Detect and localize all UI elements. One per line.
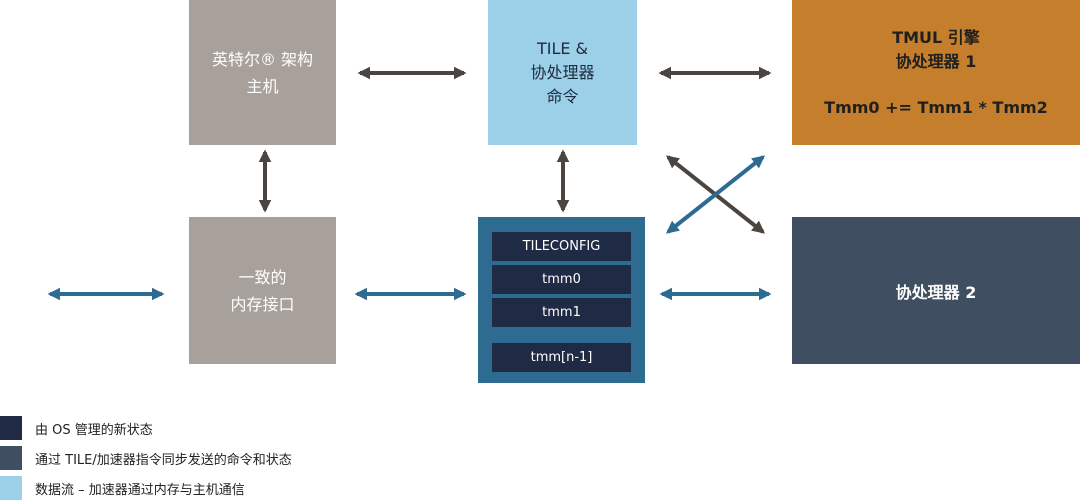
- host-label-line1: 英特尔® 架构: [211, 49, 314, 69]
- legend-label: 通过 TILE/加速器指令同步发送的命令和状态: [35, 452, 292, 468]
- tmul-label-line1: TMUL 引擎: [892, 27, 980, 47]
- register-tmm1: tmm1: [492, 298, 631, 327]
- coprocessor2-label: 协处理器 2: [895, 282, 977, 302]
- tile-command-line3: 命令: [546, 86, 579, 106]
- legend-swatch: [0, 476, 22, 500]
- host-label-line2: 主机: [246, 76, 279, 96]
- register-tileconfig: TILECONFIG: [492, 232, 631, 261]
- tile-command-box: TILE & 协处理器 命令: [488, 0, 637, 145]
- tmul-formula: Tmm0 += Tmm1 * Tmm2: [824, 97, 1048, 117]
- memory-label-line1: 一致的: [238, 267, 287, 287]
- coprocessor2-box: 协处理器 2: [792, 217, 1080, 364]
- memory-interface-box: 一致的 内存接口: [189, 217, 336, 364]
- host-box: 英特尔® 架构 主机: [189, 0, 336, 145]
- legend-swatch: [0, 416, 22, 440]
- tile-command-line2: 协处理器: [530, 62, 595, 82]
- register-tmm0: tmm0: [492, 265, 631, 294]
- legend-label: 由 OS 管理的新状态: [35, 422, 153, 438]
- register-tmm-n-1: tmm[n-1]: [492, 343, 631, 372]
- memory-label-line2: 内存接口: [230, 294, 295, 314]
- tmul-label-line2: 协处理器 1: [895, 51, 977, 71]
- legend-swatch: [0, 446, 22, 470]
- tile-register-array: TILECONFIG tmm0 tmm1 tmm[n-1]: [478, 217, 645, 383]
- tmul-engine-box: TMUL 引擎 协处理器 1 Tmm0 += Tmm1 * Tmm2: [792, 0, 1080, 145]
- legend-label: 数据流 – 加速器通过内存与主机通信: [35, 482, 245, 498]
- legend-item-sync-commands: 通过 TILE/加速器指令同步发送的命令和状态: [0, 446, 292, 470]
- legend-item-os-state: 由 OS 管理的新状态: [0, 416, 153, 440]
- tile-command-line1: TILE &: [536, 38, 589, 58]
- arrow-cross-blue: [665, 155, 766, 234]
- legend-item-data-flow: 数据流 – 加速器通过内存与主机通信: [0, 476, 245, 500]
